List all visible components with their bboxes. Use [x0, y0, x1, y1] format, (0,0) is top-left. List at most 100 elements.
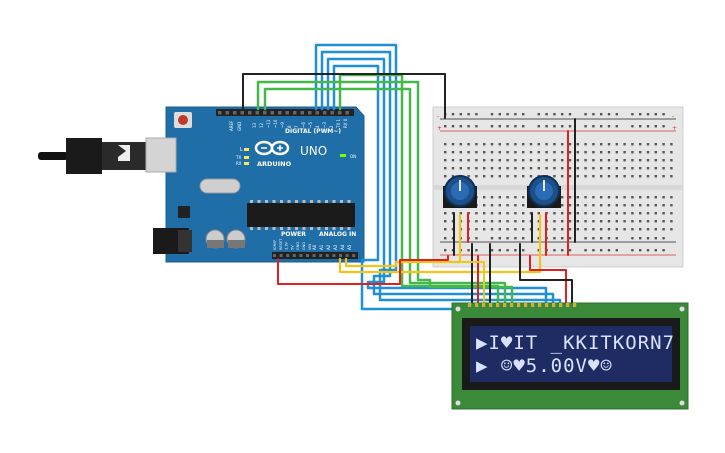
rail-hole[interactable] [584, 237, 587, 240]
rail-hole[interactable] [475, 113, 478, 116]
terminal-hole[interactable] [670, 228, 673, 231]
terminal-hole[interactable] [537, 212, 540, 215]
lcd-pin[interactable] [559, 303, 563, 307]
terminal-hole[interactable] [600, 175, 603, 178]
terminal-hole[interactable] [670, 143, 673, 146]
rail-hole[interactable] [607, 237, 611, 240]
terminal-hole[interactable] [592, 212, 595, 215]
rail-hole[interactable] [475, 125, 478, 128]
terminal-hole[interactable] [553, 220, 556, 223]
terminal-hole[interactable] [568, 220, 572, 223]
rail-hole[interactable] [600, 125, 603, 128]
wire-green[interactable] [338, 73, 500, 307]
terminal-hole[interactable] [646, 228, 650, 231]
terminal-hole[interactable] [561, 143, 564, 146]
terminal-hole[interactable] [498, 204, 501, 207]
terminal-hole[interactable] [514, 159, 517, 162]
terminal-hole[interactable] [623, 143, 626, 146]
terminal-hole[interactable] [662, 151, 665, 154]
terminal-hole[interactable] [607, 167, 611, 170]
terminal-hole[interactable] [631, 143, 634, 146]
terminal-hole[interactable] [568, 204, 572, 207]
lcd-pin[interactable] [468, 303, 472, 307]
terminal-hole[interactable] [615, 204, 618, 207]
terminal-hole[interactable] [639, 204, 642, 207]
rail-hole[interactable] [561, 237, 564, 240]
rail-hole[interactable] [568, 237, 572, 240]
terminal-hole[interactable] [490, 151, 494, 154]
terminal-hole[interactable] [490, 196, 494, 199]
terminal-hole[interactable] [615, 175, 618, 178]
terminal-hole[interactable] [623, 228, 626, 231]
terminal-hole[interactable] [670, 220, 673, 223]
terminal-hole[interactable] [607, 212, 611, 215]
wire-black[interactable] [519, 243, 573, 306]
terminal-hole[interactable] [670, 167, 673, 170]
terminal-hole[interactable] [553, 143, 556, 146]
terminal-hole[interactable] [568, 159, 572, 162]
terminal-hole[interactable] [529, 175, 533, 178]
terminal-hole[interactable] [514, 204, 517, 207]
rail-hole[interactable] [444, 249, 447, 252]
lcd-pin[interactable] [510, 303, 514, 307]
terminal-hole[interactable] [459, 151, 462, 154]
header-pin[interactable] [338, 111, 342, 115]
terminal-hole[interactable] [529, 151, 533, 154]
terminal-hole[interactable] [529, 143, 533, 146]
terminal-hole[interactable] [662, 159, 665, 162]
terminal-hole[interactable] [506, 143, 509, 146]
header-pin[interactable] [278, 111, 282, 115]
terminal-hole[interactable] [553, 151, 556, 154]
rail-hole[interactable] [646, 113, 650, 116]
terminal-hole[interactable] [607, 159, 611, 162]
terminal-hole[interactable] [592, 151, 595, 154]
terminal-hole[interactable] [483, 204, 486, 207]
header-pin[interactable] [345, 254, 349, 257]
terminal-hole[interactable] [537, 143, 540, 146]
terminal-hole[interactable] [646, 204, 650, 207]
terminal-hole[interactable] [568, 175, 572, 178]
terminal-hole[interactable] [514, 212, 517, 215]
terminal-hole[interactable] [490, 220, 494, 223]
rail-hole[interactable] [506, 125, 509, 128]
rail-hole[interactable] [607, 125, 611, 128]
rail-hole[interactable] [498, 237, 501, 240]
terminal-hole[interactable] [623, 204, 626, 207]
header-pin[interactable] [345, 111, 350, 115]
terminal-hole[interactable] [506, 204, 509, 207]
terminal-hole[interactable] [444, 143, 447, 146]
header-pin[interactable] [299, 254, 303, 257]
rail-hole[interactable] [646, 125, 650, 128]
rail-hole[interactable] [522, 113, 525, 116]
terminal-hole[interactable] [670, 204, 673, 207]
terminal-hole[interactable] [506, 196, 509, 199]
terminal-hole[interactable] [444, 220, 447, 223]
terminal-hole[interactable] [475, 175, 478, 178]
terminal-hole[interactable] [522, 220, 525, 223]
terminal-hole[interactable] [646, 151, 650, 154]
terminal-hole[interactable] [600, 220, 603, 223]
terminal-hole[interactable] [561, 151, 564, 154]
header-pin[interactable] [312, 254, 316, 257]
terminal-hole[interactable] [662, 228, 665, 231]
terminal-hole[interactable] [623, 159, 626, 162]
terminal-hole[interactable] [654, 196, 657, 199]
terminal-hole[interactable] [662, 212, 665, 215]
wire-red[interactable] [277, 255, 449, 285]
wire-yellow[interactable] [344, 213, 462, 268]
lcd-pin[interactable] [531, 303, 535, 307]
rail-hole[interactable] [522, 125, 525, 128]
terminal-hole[interactable] [670, 159, 673, 162]
rail-hole[interactable] [568, 113, 572, 116]
rail-hole[interactable] [545, 113, 548, 116]
wire-blue[interactable] [314, 43, 562, 307]
rail-hole[interactable] [662, 237, 665, 240]
terminal-hole[interactable] [514, 175, 517, 178]
rail-hole[interactable] [592, 113, 595, 116]
terminal-hole[interactable] [568, 228, 572, 231]
terminal-hole[interactable] [584, 167, 587, 170]
terminal-hole[interactable] [600, 196, 603, 199]
terminal-hole[interactable] [459, 159, 462, 162]
terminal-hole[interactable] [553, 212, 556, 215]
header-pin[interactable] [308, 111, 312, 115]
